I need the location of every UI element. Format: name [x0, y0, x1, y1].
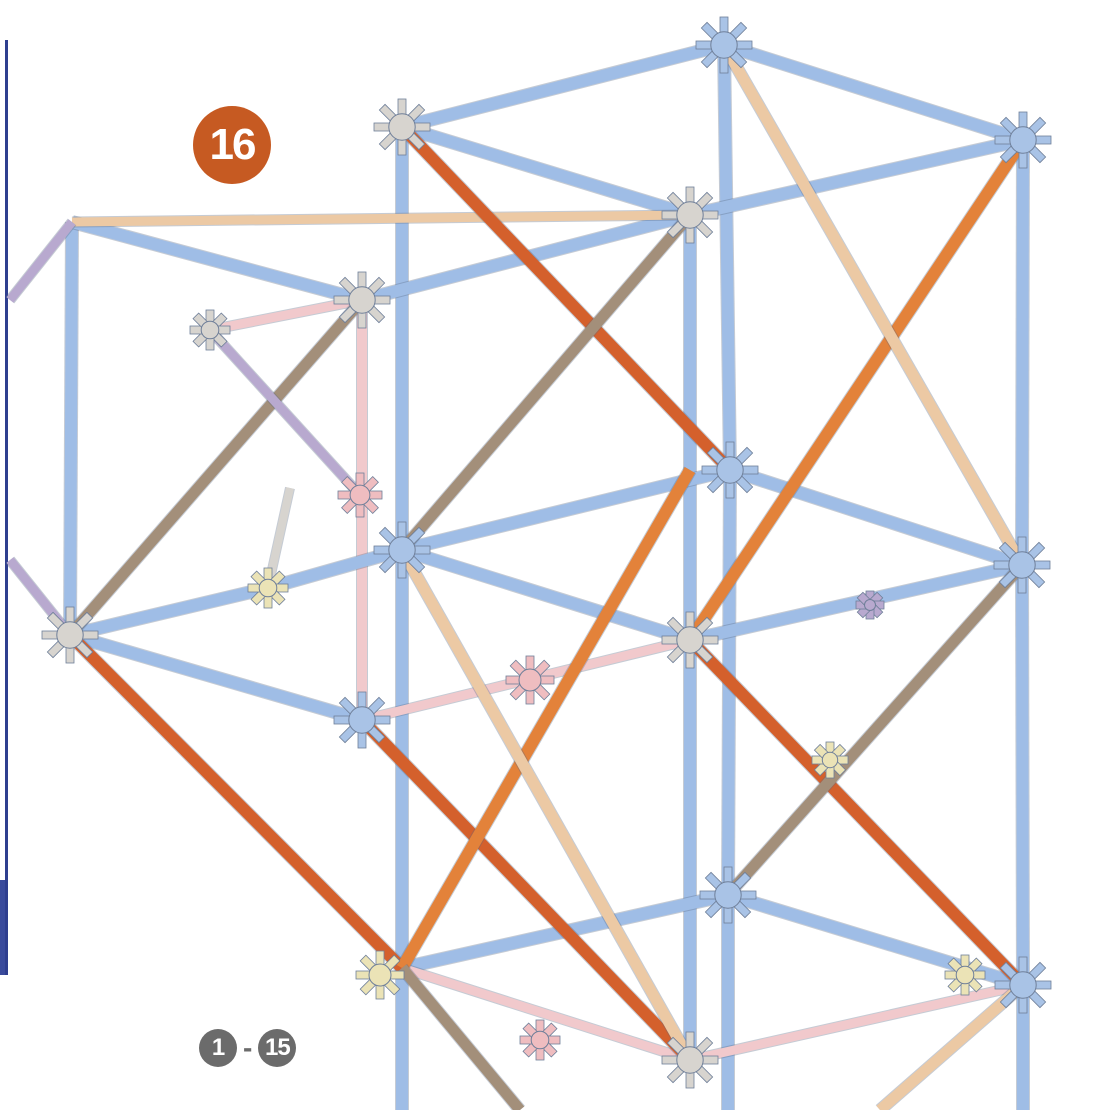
- gray-connector: [661, 186, 719, 244]
- previous-steps-range: 1 - 15: [199, 1028, 297, 1068]
- brown-diagonal-rod: [65, 296, 367, 639]
- pink-lower-rod: [689, 980, 1024, 1065]
- purple-clip-connector: [855, 590, 885, 620]
- blue-frame-rod: [722, 39, 1025, 146]
- blue-connector: [994, 111, 1052, 169]
- purple-diagonal-rod: [206, 326, 364, 499]
- pink-lower-rod: [400, 963, 692, 1065]
- pink-connector: [519, 1019, 561, 1061]
- blue-connector: [333, 691, 391, 749]
- gray-connector: [661, 611, 719, 669]
- orange-diagonal-rod: [685, 136, 1028, 644]
- blue-connector: [993, 536, 1051, 594]
- range-separator: -: [243, 1032, 253, 1063]
- tan-diagonal-rod: [397, 547, 695, 1063]
- blue-post-rod: [1016, 564, 1029, 986]
- red-diagonal-rod: [357, 715, 695, 1065]
- range-start-circle: 1: [199, 1029, 237, 1067]
- blue-connector: [994, 956, 1052, 1014]
- purple-edge-rod: [6, 219, 76, 303]
- pink-arm-rod: [209, 295, 363, 335]
- blue-frame-rod: [400, 121, 692, 221]
- range-end-circle: 15: [258, 1029, 297, 1067]
- blue-post-rod: [718, 44, 736, 471]
- pink-connector: [505, 655, 555, 705]
- blue-frame-rod: [688, 134, 1025, 221]
- step-number-badge: 16: [193, 106, 271, 184]
- brown-diagonal-rod: [397, 211, 695, 554]
- blue-frame-rod: [400, 464, 732, 556]
- red-diagonal-rod: [65, 630, 407, 973]
- blue-frame-rod: [728, 464, 1024, 571]
- blue-frame-rod: [400, 544, 692, 646]
- blue-post-rod: [1016, 139, 1029, 566]
- brown-diagonal-rod: [723, 561, 1027, 899]
- gray-connector: [333, 271, 391, 329]
- red-diagonal-rod: [397, 122, 735, 475]
- orange-diagonal-rod: [396, 466, 696, 972]
- blue-post-rod: [64, 221, 78, 636]
- tan-diagonal-rod: [719, 42, 1027, 568]
- red-diagonal-rod: [685, 635, 1028, 990]
- yellow-connector: [247, 567, 289, 609]
- blue-frame-rod: [266, 544, 404, 594]
- blue-connector: [695, 16, 753, 74]
- pink-connector: [337, 472, 383, 518]
- blue-frame-rod: [70, 216, 364, 306]
- blue-frame-rod: [68, 582, 270, 641]
- gray-connector: [373, 98, 431, 156]
- tan-diagonal-rod: [876, 980, 1027, 1110]
- brown-diagonal-rod: [397, 964, 525, 1110]
- gray-connector: [41, 606, 99, 664]
- blue-frame-rod: [68, 629, 364, 726]
- blue-frame-rod: [400, 39, 726, 133]
- blue-connector: [701, 441, 759, 499]
- gray-hinge-connector: [189, 309, 231, 351]
- gray-connector: [661, 1031, 719, 1089]
- tan-top-rod: [71, 210, 691, 227]
- yellow-connector: [811, 741, 849, 779]
- blue-connector: [373, 521, 431, 579]
- yellow-connector: [944, 954, 986, 996]
- side-frame-border: [0, 40, 8, 975]
- blue-connector: [699, 866, 757, 924]
- yellow-connector: [355, 950, 405, 1000]
